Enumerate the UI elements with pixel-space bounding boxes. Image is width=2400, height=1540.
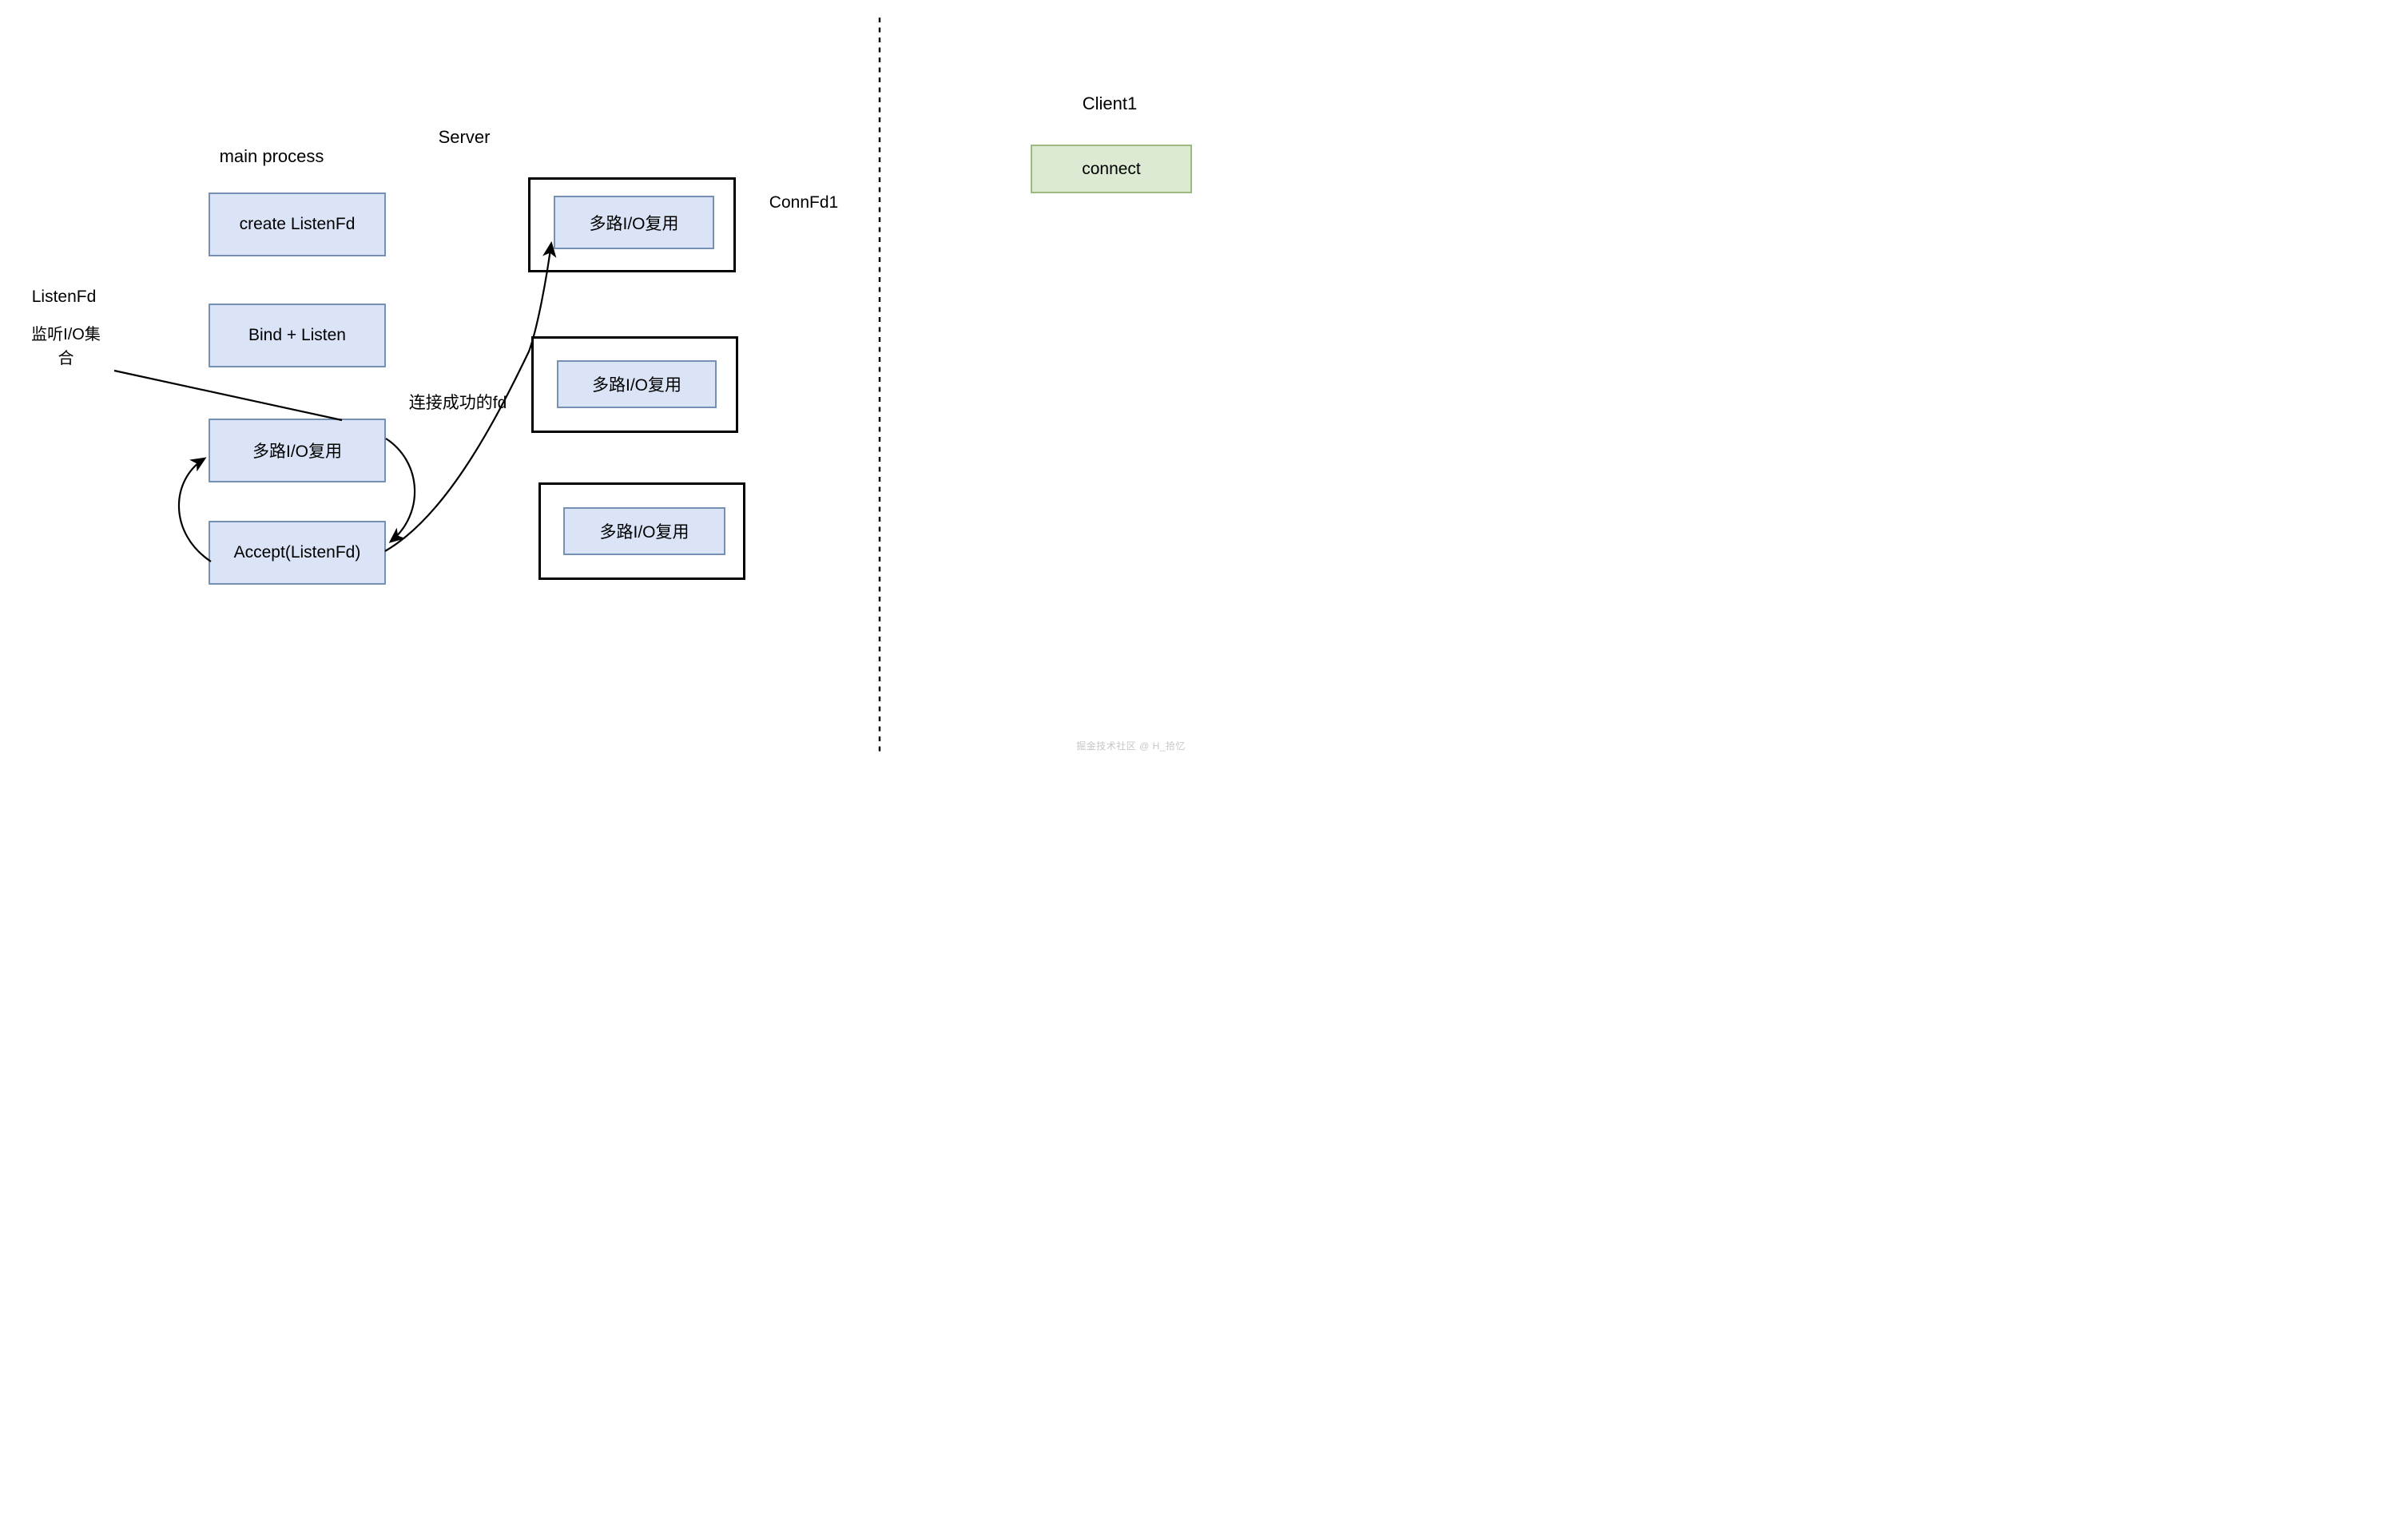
- client1-title: Client1: [1082, 93, 1138, 113]
- connfd1-label: ConnFd1: [769, 193, 839, 212]
- connfd3-mux-box: 多路I/O复用: [563, 507, 725, 555]
- bind-listen-box: Bind + Listen: [209, 304, 386, 367]
- diagram-canvas: main process Server Client1 ListenFd 监听I…: [0, 0, 1200, 770]
- main-process-label: main process: [219, 146, 324, 166]
- success-fd-label: 连接成功的fd: [408, 394, 507, 412]
- watermark: 掘金技术社区 @ H_拾忆: [1076, 740, 1186, 752]
- loop-up-arrow: [177, 457, 212, 562]
- connfd1-mux-label: 多路I/O复用: [589, 214, 679, 233]
- connect-box: connect: [1031, 145, 1192, 193]
- connfd2-mux-label: 多路I/O复用: [591, 376, 681, 395]
- connfd1-mux-box: 多路I/O复用: [554, 196, 714, 249]
- connect-label: connect: [1082, 159, 1141, 178]
- accept-label: Accept(ListenFd): [233, 543, 361, 562]
- loop-down-arrow: [385, 438, 416, 543]
- accept-box: Accept(ListenFd): [209, 521, 386, 585]
- main-mux-box: 多路I/O复用: [209, 419, 386, 482]
- connfd2-mux-box: 多路I/O复用: [557, 360, 717, 408]
- create-listenfd-label: create ListenFd: [239, 215, 356, 233]
- main-mux-label: 多路I/O复用: [252, 443, 342, 461]
- listenfd-label: ListenFd: [31, 288, 97, 306]
- listen-io-set-label: 监听I/O集 合: [16, 323, 116, 371]
- listen-io-set-line1: 监听I/O集: [31, 326, 101, 343]
- listenfd-pointer-line: [113, 369, 343, 422]
- connfd3-mux-label: 多路I/O复用: [599, 523, 689, 542]
- listen-io-set-line2: 合: [58, 350, 74, 367]
- bind-listen-label: Bind + Listen: [248, 326, 346, 344]
- server-title: Server: [438, 127, 491, 147]
- create-listenfd-box: create ListenFd: [209, 192, 386, 256]
